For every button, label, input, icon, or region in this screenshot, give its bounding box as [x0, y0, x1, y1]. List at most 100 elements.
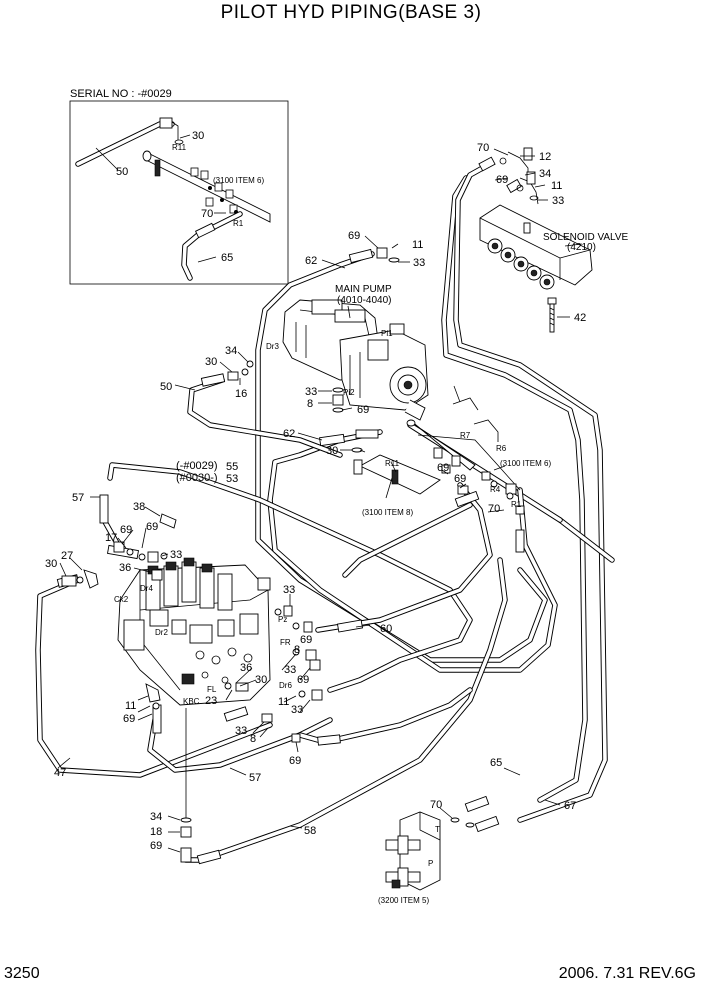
ref-3200-item5: (3200 ITEM 5) [378, 896, 429, 905]
svg-text:69: 69 [146, 521, 158, 533]
pedal-bracket: (3200 ITEM 5) [378, 811, 441, 905]
svg-text:50: 50 [160, 381, 172, 393]
svg-text:11: 11 [278, 696, 289, 708]
svg-text:R4: R4 [490, 485, 501, 494]
svg-text:R11: R11 [385, 459, 400, 468]
inset-serial-text: SERIAL NO : -#0029 [70, 88, 172, 100]
svg-text:42: 42 [574, 312, 586, 324]
svg-text:T: T [435, 825, 440, 834]
svg-text:18: 18 [150, 826, 162, 838]
svg-text:Pi1: Pi1 [381, 329, 393, 338]
svg-text:67: 67 [564, 800, 576, 812]
svg-text:69: 69 [454, 473, 466, 485]
serial-split-2: (#0030-) [176, 472, 218, 484]
svg-text:53: 53 [226, 473, 238, 485]
serial-split-1: (-#0029) [176, 460, 218, 472]
svg-text:Dr3: Dr3 [266, 342, 279, 351]
svg-text:P: P [428, 859, 433, 868]
svg-text:33: 33 [305, 386, 317, 398]
svg-text:Ck2: Ck2 [114, 595, 129, 604]
svg-text:27: 27 [61, 550, 73, 562]
svg-text:34: 34 [150, 811, 162, 823]
svg-text:33: 33 [235, 725, 247, 737]
hose-fittings [56, 156, 525, 865]
svg-text:8: 8 [307, 398, 313, 410]
svg-text:33: 33 [284, 664, 296, 676]
leader-lines [57, 148, 583, 853]
page-title: PILOT HYD PIPING(BASE 3) [220, 2, 482, 23]
svg-text:R6: R6 [496, 444, 507, 453]
svg-text:47: 47 [54, 767, 66, 779]
svg-text:Dr4: Dr4 [140, 584, 153, 593]
svg-text:17: 17 [105, 532, 117, 544]
svg-text:69: 69 [300, 634, 312, 646]
svg-text:33: 33 [413, 257, 425, 269]
svg-text:8: 8 [294, 644, 300, 656]
svg-text:65: 65 [490, 757, 502, 769]
svg-text:69: 69 [123, 713, 135, 725]
fittings-orings [61, 247, 525, 863]
svg-text:33: 33 [283, 584, 295, 596]
svg-text:Pi2: Pi2 [343, 388, 355, 397]
svg-text:16: 16 [235, 388, 247, 400]
svg-text:69: 69 [289, 755, 301, 767]
svg-text:8: 8 [250, 733, 256, 745]
pipe-runs [35, 162, 615, 863]
svg-text:58: 58 [304, 825, 316, 837]
port-labels: Pi1 Dr3 Pi2 R11 R7 R6 R4 R1 Ck2 Dr4 Dr2 … [114, 329, 522, 868]
serial-inset: SERIAL NO : -#0029 30 R11 50 (3100 ITEM … [69, 88, 289, 285]
svg-text:R11: R11 [172, 143, 187, 152]
svg-text:23: 23 [205, 695, 217, 707]
main-pump: MAIN PUMP (4010-4040) [282, 284, 429, 421]
pilot-block [353, 397, 521, 495]
svg-text:R1: R1 [233, 219, 244, 228]
svg-text:62: 62 [305, 255, 317, 267]
svg-text:69: 69 [496, 174, 508, 186]
svg-text:11: 11 [412, 239, 423, 251]
svg-text:FR: FR [280, 638, 291, 647]
svg-text:30: 30 [45, 558, 57, 570]
svg-text:69: 69 [357, 404, 369, 416]
svg-text:Pz: Pz [278, 615, 287, 624]
svg-text:(3100 ITEM 6): (3100 ITEM 6) [213, 176, 264, 185]
solenoid-valve-label: SOLENOID VALVE [543, 232, 629, 243]
svg-text:R1: R1 [511, 500, 522, 509]
svg-text:30: 30 [255, 674, 267, 686]
svg-text:33: 33 [170, 549, 182, 561]
svg-text:60: 60 [380, 623, 392, 635]
svg-text:70: 70 [201, 208, 213, 220]
svg-text:69: 69 [348, 230, 360, 242]
main-control-valve [107, 544, 271, 706]
revision-date: 2006. 7.31 REV.6G [558, 965, 696, 982]
solenoid-valve [479, 147, 593, 333]
svg-text:57: 57 [72, 492, 84, 504]
svg-text:36: 36 [240, 662, 252, 674]
svg-text:33: 33 [291, 704, 303, 716]
svg-text:70: 70 [477, 142, 489, 154]
svg-text:12: 12 [539, 151, 551, 163]
svg-text:33: 33 [552, 195, 564, 207]
svg-text:FL: FL [207, 685, 217, 694]
svg-text:11: 11 [551, 180, 562, 192]
svg-text:38: 38 [133, 501, 145, 513]
svg-text:R7: R7 [460, 431, 471, 440]
callout-numbers: 12 34 11 33 70 69 42 69 11 33 62 34 30 1… [45, 142, 586, 852]
main-pump-range: (4010-4040) [337, 295, 391, 306]
ref-3100-item6: (3100 ITEM 6) [500, 459, 551, 468]
svg-text:57: 57 [249, 772, 261, 784]
svg-text:70: 70 [488, 503, 500, 515]
svg-text:62: 62 [283, 428, 295, 440]
svg-text:34: 34 [539, 168, 551, 180]
svg-text:30: 30 [326, 445, 338, 457]
page-number: 3250 [4, 965, 40, 982]
svg-text:30: 30 [205, 356, 217, 368]
svg-text:55: 55 [226, 461, 238, 473]
solenoid-valve-item: (4210) [567, 242, 596, 253]
svg-text:69: 69 [437, 462, 449, 474]
svg-text:36: 36 [119, 562, 131, 574]
svg-text:Dr2: Dr2 [155, 628, 168, 637]
svg-text:70: 70 [430, 799, 442, 811]
svg-text:65: 65 [221, 252, 233, 264]
svg-text:34: 34 [225, 345, 237, 357]
